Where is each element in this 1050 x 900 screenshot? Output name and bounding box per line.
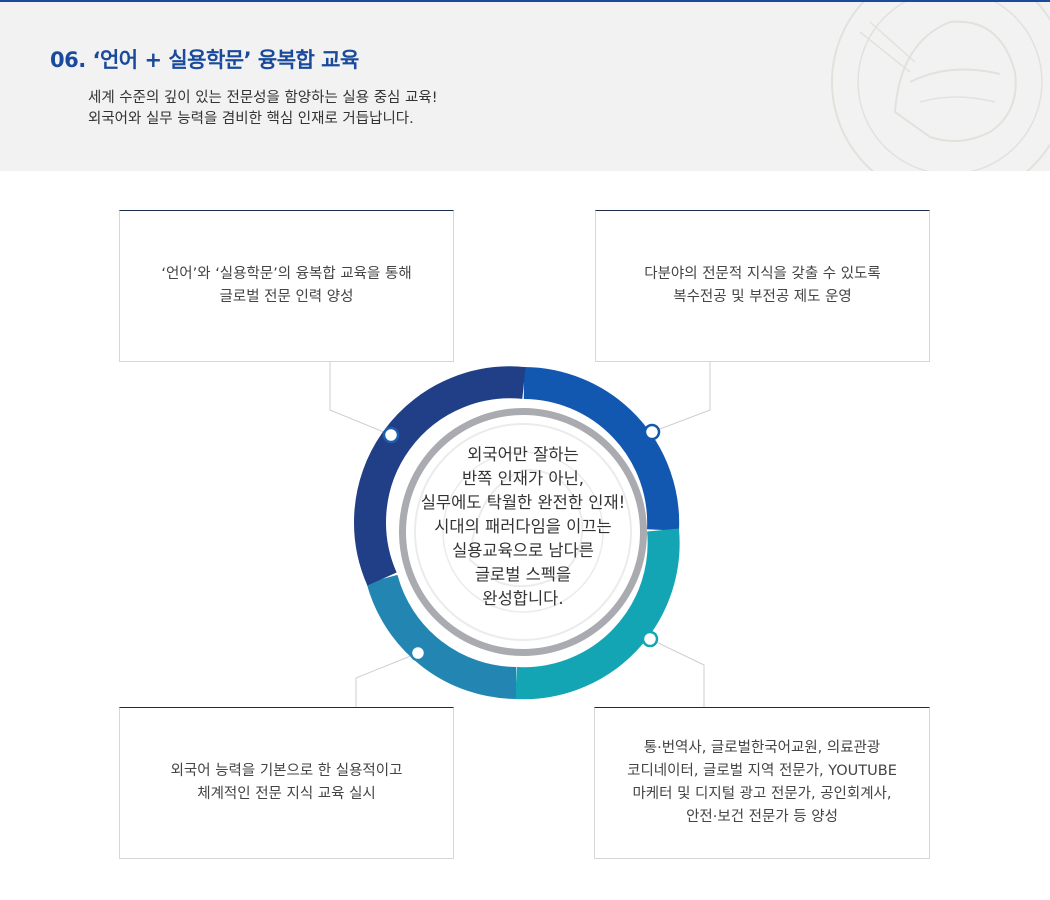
marker-bottom-left	[409, 644, 427, 662]
marker-top-right	[643, 423, 661, 441]
center-message: 외국어만 잘하는 반쪽 인재가 아닌, 실무에도 탁월한 완전한 인재! 시대의…	[400, 443, 646, 611]
marker-top-left	[382, 426, 400, 444]
info-box-top-right: 다분야의 전문적 지식을 갖출 수 있도록 복수전공 및 부전공 제도 운영	[595, 210, 930, 362]
connector-line-bottom-left	[355, 652, 419, 707]
center-text-line: 실용교육으로 남다른	[452, 541, 594, 560]
box-text-line: 통·번역사, 글로벌한국어교원, 의료관광	[643, 740, 881, 756]
box-text-line: 복수전공 및 부전공 제도 운영	[673, 289, 852, 305]
box-text-line: 체계적인 전문 지식 교육 실시	[197, 786, 376, 802]
connector-line-top-left	[329, 362, 392, 436]
box-text-line: 외국어 능력을 기본으로 한 실용적이고	[170, 763, 403, 779]
center-text-line: 시대의 패러다임을 이끄는	[434, 517, 612, 536]
top-rule	[0, 0, 1050, 2]
section-header: 06. ‘언어 + 실용학문’ 융복합 교육 세계 수준의 깊이 있는 전문성을…	[0, 2, 1050, 171]
university-seal-watermark	[831, 2, 1050, 171]
center-text-line: 반쪽 인재가 아닌,	[462, 469, 584, 488]
description-line: 외국어와 실무 능력을 겸비한 핵심 인재로 거듭납니다.	[88, 111, 414, 127]
box-text-line: 안전·보건 전문가 등 양성	[686, 809, 838, 825]
box-text-line: 다분야의 전문적 지식을 갖출 수 있도록	[644, 266, 881, 282]
connector-line-top-right	[651, 362, 711, 433]
info-box-top-left: ‘언어’와 ‘실용학문’의 융복합 교육을 통해 글로벌 전문 인력 양성	[119, 210, 454, 362]
info-box-bottom-right: 통·번역사, 글로벌한국어교원, 의료관광 코디네이터, 글로벌 지역 전문가,…	[594, 707, 930, 859]
box-text-line: 글로벌 전문 인력 양성	[219, 289, 354, 305]
marker-bottom-right	[641, 630, 659, 648]
box-text-line: 마케터 및 디지털 광고 전문가, 공인회계사,	[632, 786, 892, 802]
section-description: 세계 수준의 깊이 있는 전문성을 함양하는 실용 중심 교육! 외국어와 실무…	[88, 88, 438, 130]
center-text-line: 실무에도 탁월한 완전한 인재!	[420, 493, 626, 512]
section-title: 06. ‘언어 + 실용학문’ 융복합 교육	[50, 48, 359, 72]
center-text-line: 외국어만 잘하는	[467, 445, 579, 464]
box-text-line: ‘언어’와 ‘실용학문’의 융복합 교육을 통해	[161, 266, 412, 282]
connector-line-bottom-right	[649, 638, 705, 707]
center-text-line: 글로벌 스펙을	[474, 565, 572, 584]
info-box-bottom-left: 외국어 능력을 기본으로 한 실용적이고 체계적인 전문 지식 교육 실시	[119, 707, 454, 859]
center-text-line: 완성합니다.	[482, 589, 564, 608]
box-text-line: 코디네이터, 글로벌 지역 전문가, YOUTUBE	[627, 763, 897, 779]
description-line: 세계 수준의 깊이 있는 전문성을 함양하는 실용 중심 교육!	[88, 90, 438, 106]
